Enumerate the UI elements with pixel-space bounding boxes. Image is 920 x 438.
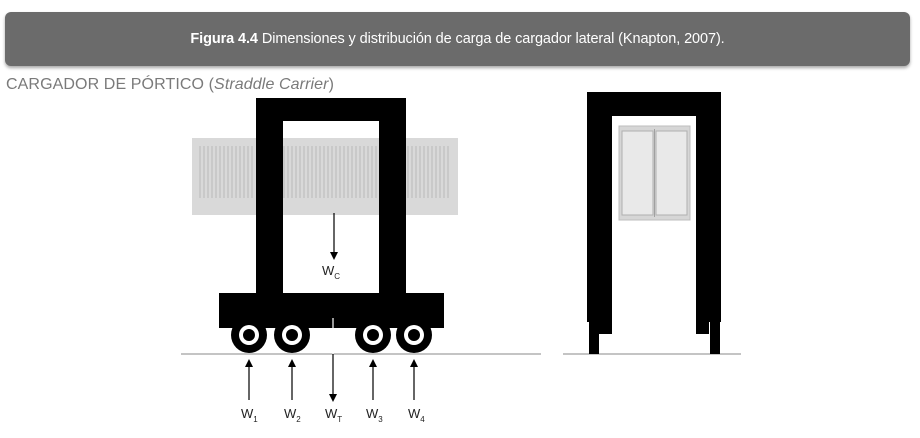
label-w2: W2: [284, 406, 301, 424]
gantry-frame-front: [587, 92, 721, 354]
figure-caption: Dimensiones y distribución de carga de c…: [261, 31, 725, 47]
label-wc: WC: [322, 263, 340, 281]
gantry-frame-side: [256, 98, 406, 298]
label-w1: W1: [241, 406, 258, 424]
wheel-4: [396, 317, 432, 353]
container-side: [192, 138, 458, 215]
section-title-italic: Straddle Carrier: [214, 76, 329, 93]
container-front: [618, 125, 691, 221]
section-title: CARGADOR DE PÓRTICO (Straddle Carrier): [6, 76, 335, 93]
wheel-1: [231, 317, 267, 353]
label-w4: W4: [408, 406, 425, 424]
figure-label: Figura 4.4: [190, 31, 258, 47]
wheel-2: [274, 317, 310, 353]
figure-caption-banner: Figura 4.4 Dimensiones y distribución de…: [5, 12, 910, 66]
label-wt: WT: [325, 406, 342, 424]
wheel-3: [355, 317, 391, 353]
label-w3: W3: [366, 406, 383, 424]
